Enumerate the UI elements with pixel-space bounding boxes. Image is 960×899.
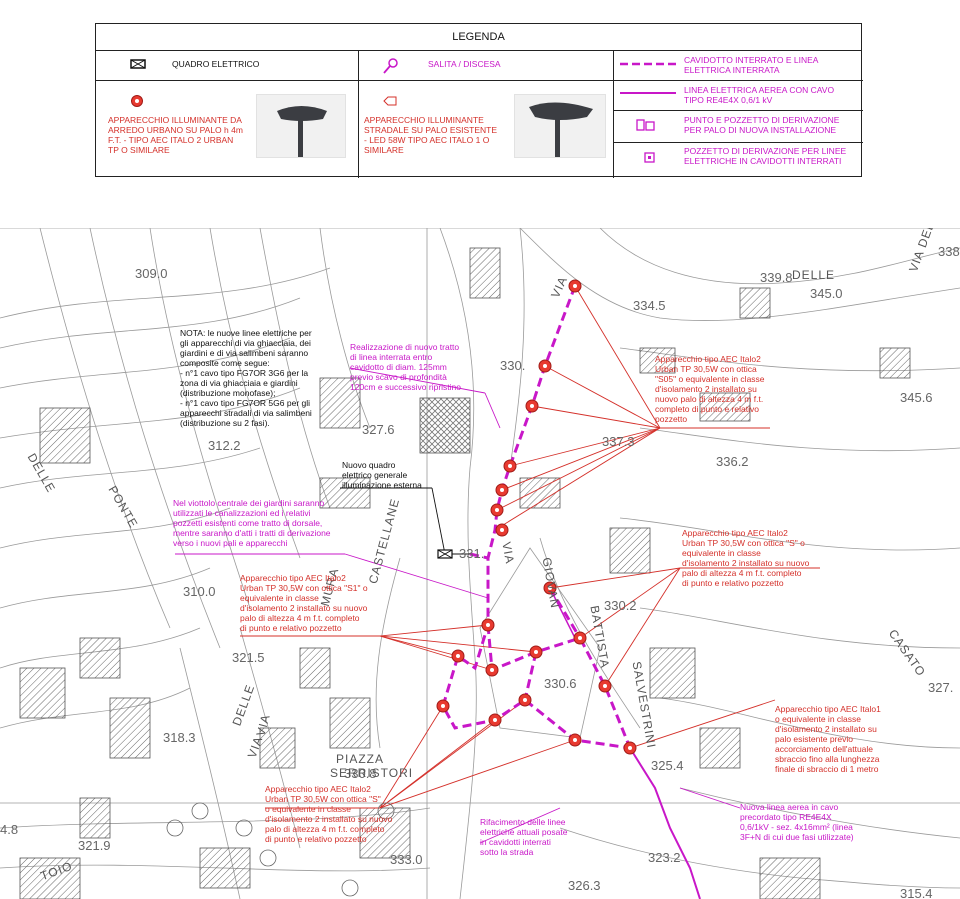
map-area: 309.0 334.5 339.8 345.0 330. 337.3 327.6… [0, 228, 960, 899]
elevation-label: 310.0 [183, 584, 216, 599]
legend-label-urban-lamp: APPARECCHIO ILLUMINANTE DA ARREDO URBANO… [108, 115, 243, 155]
elevation-label: 312.2 [208, 438, 241, 453]
legend-title: LEGENDA [96, 24, 861, 51]
elevation-label: 327.6 [362, 422, 395, 437]
legend-divider [613, 50, 614, 178]
new-pole-junction-icon [636, 119, 655, 131]
elevation-label: 336.2 [716, 454, 749, 469]
lamp-annotation-south: Apparecchio tipo AEC Italo2 Urban TP 30,… [265, 784, 393, 844]
legend-label-street-lamp: APPARECCHIO ILLUMINANTE STRADALE SU PALO… [364, 115, 498, 155]
street-lamp-icon [383, 96, 397, 106]
elevation-label: 331. [459, 546, 485, 561]
urban-lamp-photo [256, 94, 346, 158]
lamp-annotation-existing: Apparecchio tipo AEC Italo1 o equivalent… [775, 704, 881, 774]
panel-icon [130, 59, 146, 69]
legend-divider [96, 80, 613, 81]
aerial-line-annotation: Nuova linea aerea in cavo precordato tip… [740, 802, 854, 842]
elevation-label: 337.3 [602, 434, 635, 449]
legend-box: LEGENDA QUADRO ELETTRICO SALITA / DISCES… [95, 23, 863, 178]
panel-annotation: Nuovo quadro elettrico generale illumina… [342, 460, 422, 490]
lamp-annotation-north: Apparecchio tipo AEC Italo2 Urban TP 30,… [655, 354, 765, 424]
street-lamp-photo [514, 94, 606, 158]
elevation-label: 338 [938, 244, 960, 259]
elevation-label: 4.8 [0, 822, 19, 837]
legend-label-slope: SALITA / DISCESA [428, 59, 501, 69]
street-name: SERRISTORI [330, 766, 414, 780]
legend-divider [613, 142, 863, 143]
cadastral-map-lines [0, 228, 960, 899]
elevation-label: 334.5 [633, 298, 666, 313]
slope-icon [383, 58, 398, 74]
elevation-label: 321.5 [232, 650, 265, 665]
elevation-label: 333.0 [390, 852, 423, 867]
elevation-label: 325.4 [651, 758, 684, 773]
urban-lamp-markers [436, 279, 637, 755]
elevation-label: 330.2 [604, 598, 637, 613]
elevation-label: 330.8 [344, 766, 377, 781]
elevation-label: 330.6 [544, 676, 577, 691]
elevation-label: 345.6 [900, 390, 933, 405]
legend-label-new-pole-junction: PUNTO E POZZETTO DI DERIVAZIONE PER PALO… [684, 115, 840, 135]
note-annotation: NOTA: le nuove linee elettriche per gli … [180, 328, 312, 428]
legend-label-panel: QUADRO ELETTRICO [172, 59, 260, 69]
legend-label-aerial-cable: LINEA ELETTRICA AEREA CON CAVO TIPO RE4E… [684, 85, 835, 105]
junction-box-icon [644, 152, 655, 163]
legend-divider [613, 80, 863, 81]
street-name: PIAZZA [336, 752, 385, 766]
elevation-label: 321.9 [78, 838, 111, 853]
elevation-label: 318.3 [163, 730, 196, 745]
legend-divider [358, 50, 359, 178]
elevation-label: 315.4 [900, 886, 933, 899]
elevation-label: 327. [928, 680, 954, 695]
existing-line-annotation: Rifacimento delle linee elettriche attua… [480, 817, 568, 857]
new-line-annotation: Realizzazione di nuovo tratto di linea i… [350, 342, 462, 392]
lamp-annotation-west: Apparecchio tipo AEC Italo2 Urban TP 30,… [240, 573, 368, 633]
legend-divider [613, 110, 863, 111]
elevation-label: 330. [500, 358, 526, 373]
lamp-annotation-east: Apparecchio tipo AEC Italo2 Urban TP 30,… [682, 528, 810, 588]
street-name: DELLE [792, 268, 836, 282]
legend-label-junction-box: POZZETTO DI DERIVAZIONE PER LINEE ELETTR… [684, 146, 847, 166]
elevation-label: 309.0 [135, 266, 168, 281]
legend-label-underground-cable: CAVIDOTTO INTERRATO E LINEA ELETTRICA IN… [684, 55, 819, 75]
garden-annotation: Nel viottolo centrale dei giardini saran… [173, 498, 331, 548]
panel-marker [437, 549, 453, 559]
elevation-label: 345.0 [810, 286, 843, 301]
elevation-label: 326.3 [568, 878, 601, 893]
elevation-label: 339.8 [760, 270, 793, 285]
underground-cable-icon [620, 62, 676, 66]
urban-lamp-icon [131, 95, 143, 107]
elevation-label: 323.2 [648, 850, 681, 865]
aerial-cable-icon [620, 92, 676, 94]
